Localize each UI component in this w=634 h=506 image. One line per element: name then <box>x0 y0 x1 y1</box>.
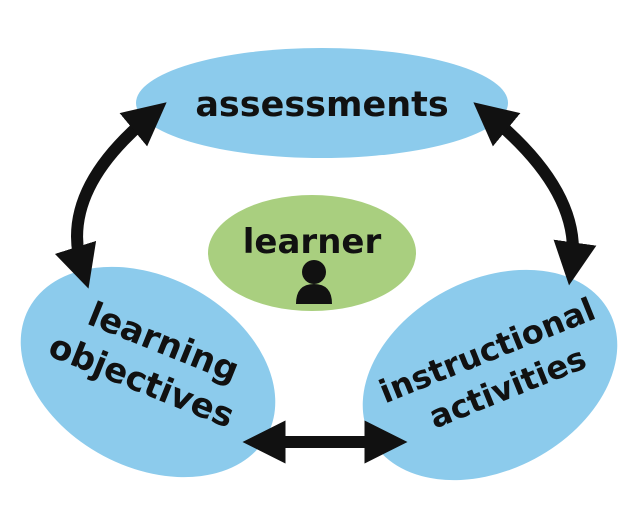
learner-label: learner <box>243 222 382 262</box>
assessments-bubble <box>136 48 508 158</box>
arrow-assessments-instructional-activities <box>473 102 597 286</box>
assessments-label: assessments <box>195 85 448 125</box>
arrow-assessments-learning-objectives <box>54 102 167 289</box>
person-icon <box>296 260 332 304</box>
learner-bubble <box>208 195 416 311</box>
instructional-activities-bubble <box>362 269 618 481</box>
learning-objectives-bubble <box>20 266 276 478</box>
